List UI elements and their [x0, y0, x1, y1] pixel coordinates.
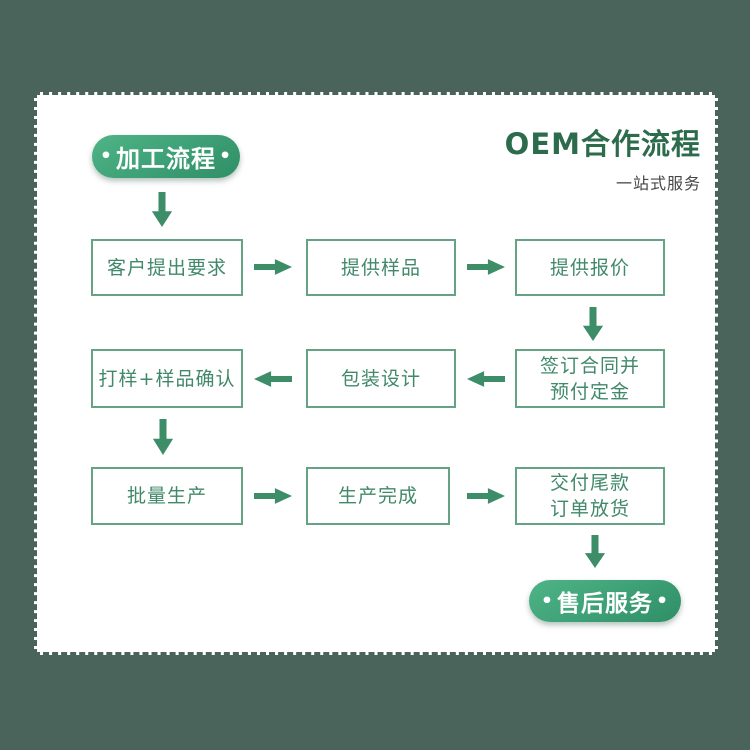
flow-box-sample-confirm: 打样+样品确认 — [91, 349, 243, 408]
flow-box-final-payment: 交付尾款 订单放货 — [515, 467, 665, 525]
flow-box-label: 打样+样品确认 — [98, 367, 236, 390]
flow-box-label: 提供报价 — [549, 256, 630, 279]
bullet-icon: • — [99, 145, 113, 167]
bullet-icon: • — [540, 589, 554, 612]
flow-box-mass-production: 批量生产 — [91, 467, 243, 525]
flow-box-label-line2: 预付定金 — [549, 380, 630, 403]
arrow-down-icon — [151, 192, 173, 227]
start-badge: • 加工流程 • — [92, 135, 240, 178]
flow-box-label: 提供样品 — [340, 256, 421, 279]
flow-box-provide-sample: 提供样品 — [306, 239, 456, 296]
arrow-down-icon — [584, 535, 606, 568]
flow-box-label-line2: 订单放货 — [549, 498, 630, 520]
flow-box-package-design: 包装设计 — [306, 349, 456, 408]
flow-box-label-line1: 交付尾款 — [549, 472, 630, 494]
flow-box-label: 包装设计 — [340, 367, 421, 390]
arrow-right-icon — [254, 488, 292, 504]
flow-box-production-done: 生产完成 — [306, 467, 450, 525]
bullet-icon: • — [219, 145, 233, 167]
end-badge-label: 售后服务 — [557, 591, 653, 617]
arrow-down-icon — [582, 307, 604, 341]
page-subtitle: 一站式服务 — [615, 174, 701, 193]
flow-box-label: 客户提出要求 — [106, 256, 227, 279]
end-badge: • 售后服务 • — [529, 580, 681, 622]
arrow-right-icon — [467, 488, 505, 504]
flow-box-customer-request: 客户提出要求 — [91, 239, 243, 296]
arrow-left-icon — [467, 371, 505, 387]
flowchart-card: OEM合作流程 一站式服务 • 加工流程 • 客户提出要求 提供样品 提供报价 … — [34, 92, 718, 655]
arrow-right-icon — [254, 259, 292, 275]
flow-box-label-line1: 签订合同并 — [539, 354, 640, 377]
arrow-down-icon — [152, 419, 174, 455]
flow-box-label: 批量生产 — [126, 485, 207, 507]
flow-box-provide-quote: 提供报价 — [515, 239, 665, 296]
flow-box-sign-contract: 签订合同并 预付定金 — [515, 349, 665, 408]
bullet-icon: • — [656, 589, 670, 612]
arrow-right-icon — [467, 259, 505, 275]
arrow-left-icon — [254, 371, 292, 387]
flow-box-label: 生产完成 — [337, 485, 418, 507]
header: OEM合作流程 一站式服务 — [505, 121, 701, 194]
start-badge-label: 加工流程 — [116, 145, 216, 173]
page-title: OEM合作流程 — [504, 127, 701, 161]
